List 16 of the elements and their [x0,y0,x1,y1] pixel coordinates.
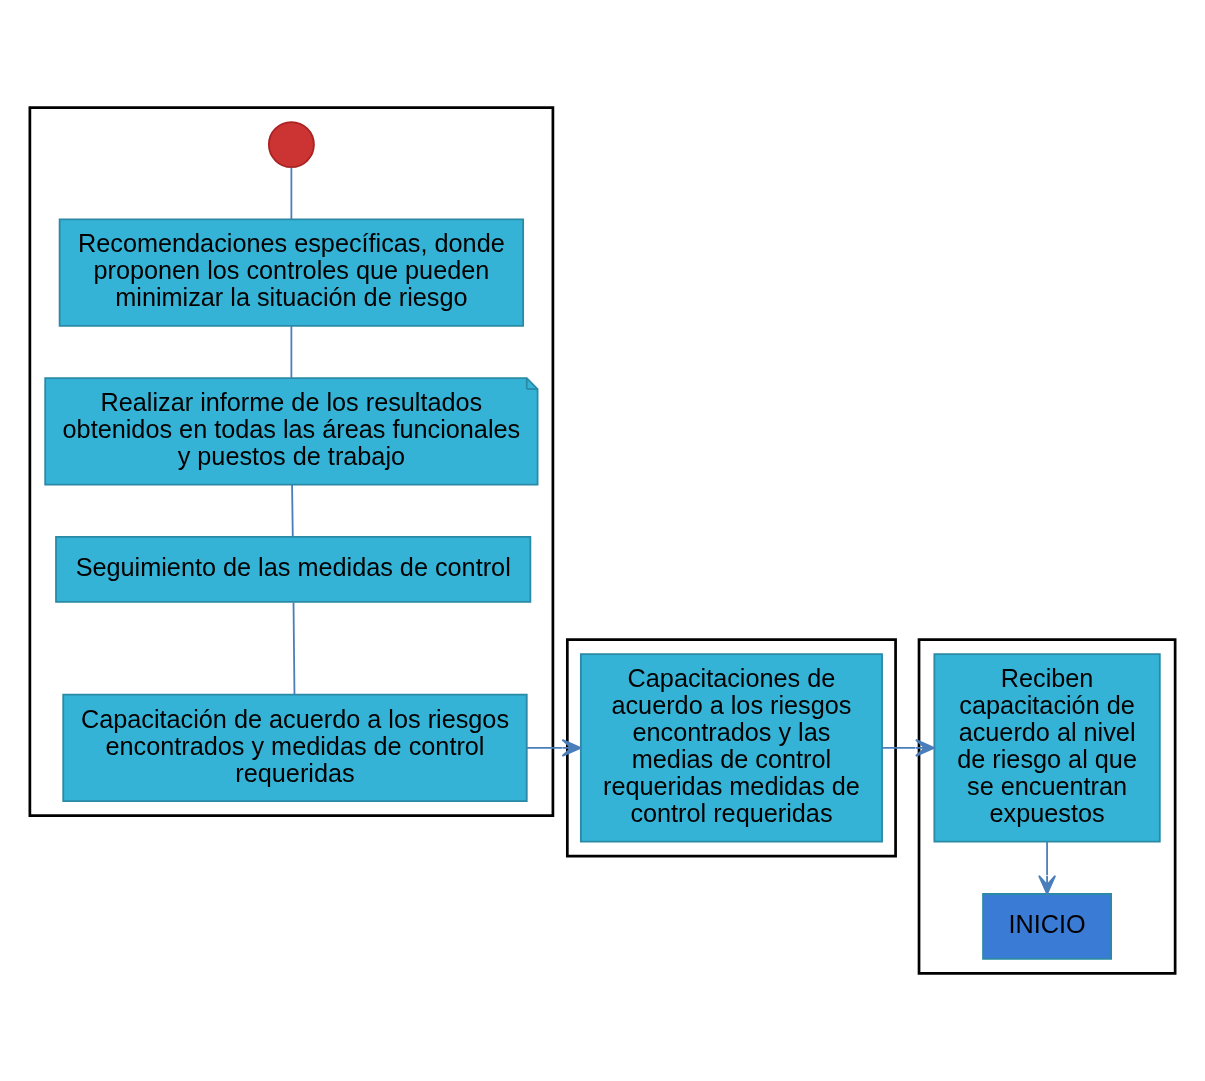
connector [290,166,293,220]
node-circle [267,121,315,169]
node-box: INICIO [982,893,1112,960]
arrow [525,738,582,757]
node-box: Capacitaciones de acuerdo a los riesgos encontrados y las medias de control requeridas medidas de control requeridas [579,653,883,843]
cluster [28,106,555,817]
connector [290,325,293,380]
arrow [1038,840,1057,895]
node-box: Seguimiento de las medidas de control [55,536,532,603]
node-box: Reciben capacitación de acuerdo al nivel de riesgo al que se encuentran expuestos [933,653,1161,843]
connector [291,483,294,538]
node-box: Recomendaciones específicas, donde proponen los controles que pueden minimizar la situación de riesgo [58,218,525,327]
node-box: Capacitación de acuerdo a los riesgos encontrados y medidas de control requeridas [62,693,528,802]
connector [292,601,296,696]
cluster [565,638,897,858]
arrow [881,738,935,757]
